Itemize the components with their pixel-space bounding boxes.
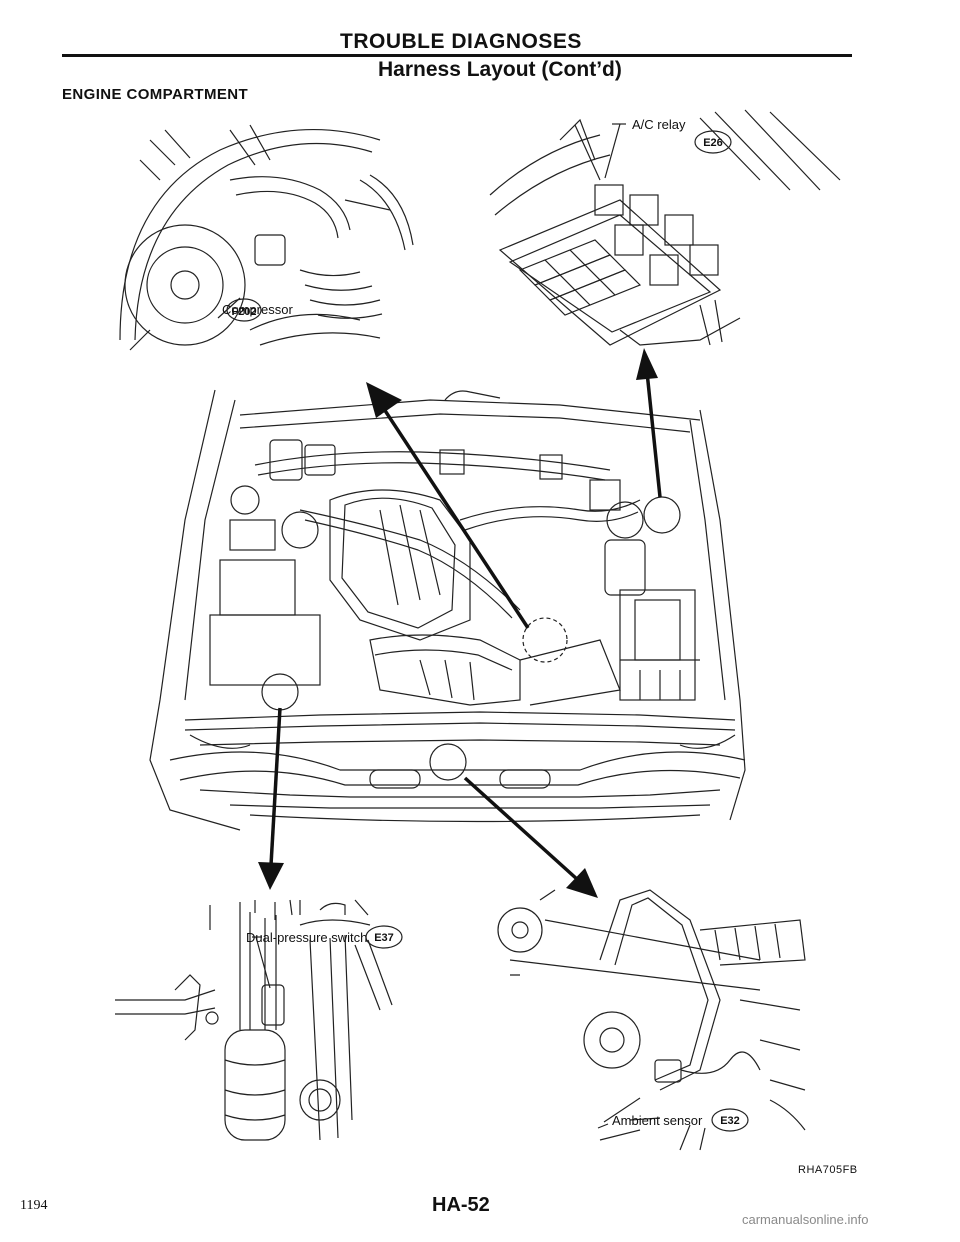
dual-pressure-switch-label: Dual-pressure switch: [246, 930, 367, 945]
page-title: TROUBLE DIAGNOSES: [340, 30, 582, 53]
ac-relay-label: A/C relay: [632, 117, 686, 132]
dual-pressure-switch-callout: [252, 925, 403, 989]
pointer-arrows: [258, 348, 662, 898]
arrow-to-ac-relay-icon: [636, 348, 658, 380]
watermark: carmanualsonline.info: [742, 1212, 869, 1227]
compressor-connector-code: F202: [231, 306, 256, 318]
arrow-to-dual-pressure-switch-icon: [258, 862, 284, 890]
ambient-sensor-inset: [497, 889, 806, 1151]
arrow-to-ambient-sensor-icon: [566, 868, 598, 898]
ambient-sensor-connector-code: E32: [720, 1115, 740, 1127]
compressor-inset: [119, 124, 414, 351]
header-rule: [62, 54, 852, 57]
arrow-to-compressor-icon: [366, 382, 402, 418]
dual-pressure-switch-connector-code: E37: [374, 932, 394, 944]
figure-code: RHA705FB: [798, 1164, 858, 1176]
section-label: ENGINE COMPARTMENT: [62, 86, 249, 103]
ac-relay-connector-code: E26: [703, 137, 723, 149]
page-number: 1194: [20, 1198, 48, 1213]
ambient-sensor-callout: [597, 1097, 749, 1132]
page-subtitle: Harness Layout (Cont’d): [378, 58, 622, 81]
engine-bay-drawing: [149, 389, 746, 831]
compressor-label: Compressor: [222, 302, 293, 317]
ac-relay-callout: [604, 123, 732, 179]
compressor-callout: [217, 297, 262, 322]
dual-pressure-switch-inset: [115, 899, 393, 1141]
ambient-sensor-label: Ambient sensor: [612, 1113, 703, 1128]
page-id: HA-52: [432, 1194, 490, 1216]
ac-relay-inset: [489, 109, 841, 346]
